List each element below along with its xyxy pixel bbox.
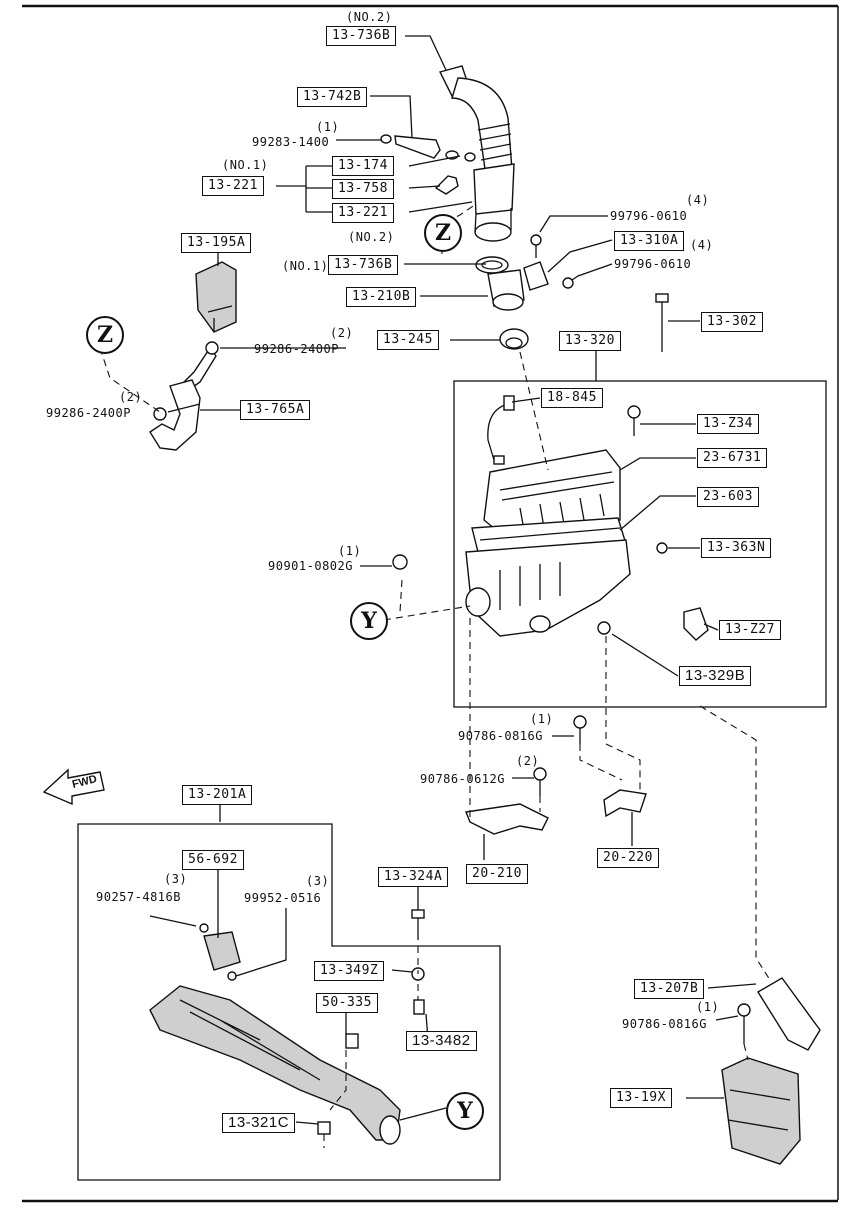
qty-2-a: (2) bbox=[330, 326, 354, 340]
ref-marker-y-bottom: Y bbox=[446, 1092, 484, 1130]
part-13-210B[interactable]: 13-210B bbox=[346, 287, 417, 307]
part-20-220[interactable]: 20-220 bbox=[597, 848, 659, 868]
part-20-210[interactable]: 20-210 bbox=[466, 864, 528, 884]
grommet-13-245 bbox=[499, 328, 529, 350]
resonator-13-19X bbox=[721, 977, 821, 1165]
part-99283-1400[interactable]: 99283-1400 bbox=[252, 135, 330, 149]
part-56-692[interactable]: 56-692 bbox=[182, 850, 244, 870]
part-99796-0610-a[interactable]: 99796-0610 bbox=[610, 209, 688, 223]
qty-3-a: (3) bbox=[164, 872, 188, 886]
part-13-765A[interactable]: 13-765A bbox=[240, 400, 311, 420]
nut-90901 bbox=[392, 554, 408, 570]
qty-2-c: (2) bbox=[516, 754, 540, 768]
part-13-201A[interactable]: 13-201A bbox=[182, 785, 253, 805]
part-90257-4816B[interactable]: 90257-4816B bbox=[96, 890, 181, 904]
part-13-736B-top[interactable]: 13-736B bbox=[326, 26, 397, 46]
adapter-13-210B bbox=[487, 234, 574, 311]
part-13-363N[interactable]: 13-363N bbox=[701, 538, 772, 558]
part-13-321C[interactable]: 13-321C bbox=[222, 1113, 296, 1133]
part-99796-0610-b[interactable]: 99796-0610 bbox=[614, 257, 692, 271]
part-13-195A[interactable]: 13-195A bbox=[181, 233, 252, 253]
part-13-207B[interactable]: 13-207B bbox=[634, 979, 705, 999]
part-90786-0816G-a[interactable]: 90786-0816G bbox=[458, 729, 543, 743]
nut-13-363N bbox=[656, 542, 668, 554]
part-13-320[interactable]: 13-320 bbox=[559, 331, 621, 351]
qty-1-b: (1) bbox=[338, 544, 362, 558]
part-13-221-right[interactable]: 13-221 bbox=[332, 203, 394, 223]
part-99286-2400P-a[interactable]: 99286-2400P bbox=[254, 342, 339, 356]
part-50-335[interactable]: 50-335 bbox=[316, 993, 378, 1013]
part-90786-0816G-b[interactable]: 90786-0816G bbox=[622, 1017, 707, 1031]
grommet-13-329B bbox=[597, 621, 611, 635]
note-no2-top: (NO.2) bbox=[346, 10, 393, 24]
clamp-no2 bbox=[475, 256, 509, 274]
part-13-349Z[interactable]: 13-349Z bbox=[314, 961, 385, 981]
bracket-20-210 bbox=[465, 803, 549, 835]
bolt-13-Z34 bbox=[627, 405, 641, 419]
part-13-Z34[interactable]: 13-Z34 bbox=[697, 414, 759, 434]
qty-4-a: (4) bbox=[686, 193, 710, 207]
frame-13-320 bbox=[453, 380, 827, 708]
qty-3-b: (3) bbox=[306, 874, 330, 888]
part-13-221-left[interactable]: 13-221 bbox=[202, 176, 264, 196]
part-13-310A[interactable]: 13-310A bbox=[614, 231, 685, 251]
part-13-Z27[interactable]: 13-Z27 bbox=[719, 620, 781, 640]
frame-13-201A bbox=[77, 823, 501, 1181]
qty-4-b: (4) bbox=[690, 238, 714, 252]
clip-13-Z27 bbox=[683, 607, 709, 641]
note-no2-mid: (NO.2) bbox=[348, 230, 395, 244]
qty-1-c: (1) bbox=[530, 712, 554, 726]
air-cleaner-assembly bbox=[465, 395, 631, 637]
part-18-845[interactable]: 18-845 bbox=[541, 388, 603, 408]
fwd-arrow-shape bbox=[42, 768, 105, 806]
bolt-90786-a bbox=[573, 715, 587, 729]
part-13-245[interactable]: 13-245 bbox=[377, 330, 439, 350]
part-23-6731[interactable]: 23-6731 bbox=[697, 448, 768, 468]
part-13-3482[interactable]: 13-3482 bbox=[406, 1031, 477, 1051]
part-13-742B[interactable]: 13-742B bbox=[297, 87, 368, 107]
resonator-13-195A bbox=[195, 261, 237, 333]
part-99286-2400P-b[interactable]: 99286-2400P bbox=[46, 406, 131, 420]
part-99952-0516[interactable]: 99952-0516 bbox=[244, 891, 322, 905]
part-13-758[interactable]: 13-758 bbox=[332, 179, 394, 199]
ref-marker-z-top: Z bbox=[424, 214, 462, 252]
part-13-324A[interactable]: 13-324A bbox=[378, 867, 449, 887]
bracket-20-220 bbox=[603, 789, 647, 818]
part-23-603[interactable]: 23-603 bbox=[697, 487, 759, 507]
part-90786-0612G[interactable]: 90786-0612G bbox=[420, 772, 505, 786]
note-no1-a: (NO.1) bbox=[222, 158, 269, 172]
ref-marker-z-left: Z bbox=[86, 316, 124, 354]
part-13-174[interactable]: 13-174 bbox=[332, 156, 394, 176]
lower-duct bbox=[149, 909, 425, 1145]
part-13-329B[interactable]: 13-329B bbox=[679, 666, 752, 686]
part-13-736B-mid[interactable]: 13-736B bbox=[328, 255, 399, 275]
hose-13-765A bbox=[149, 341, 219, 451]
ref-marker-y-mid: Y bbox=[350, 602, 388, 640]
part-90901-0802G[interactable]: 90901-0802G bbox=[268, 559, 353, 573]
qty-1-d: (1) bbox=[696, 1000, 720, 1014]
part-13-302[interactable]: 13-302 bbox=[701, 312, 763, 332]
leader-lines bbox=[149, 35, 757, 1125]
qty-2-b: (2) bbox=[119, 390, 143, 404]
note-no1-mid: (NO.1) bbox=[282, 259, 329, 273]
intake-duct-upper bbox=[380, 65, 515, 242]
qty-1-a: (1) bbox=[316, 120, 340, 134]
part-13-19X[interactable]: 13-19X bbox=[610, 1088, 672, 1108]
